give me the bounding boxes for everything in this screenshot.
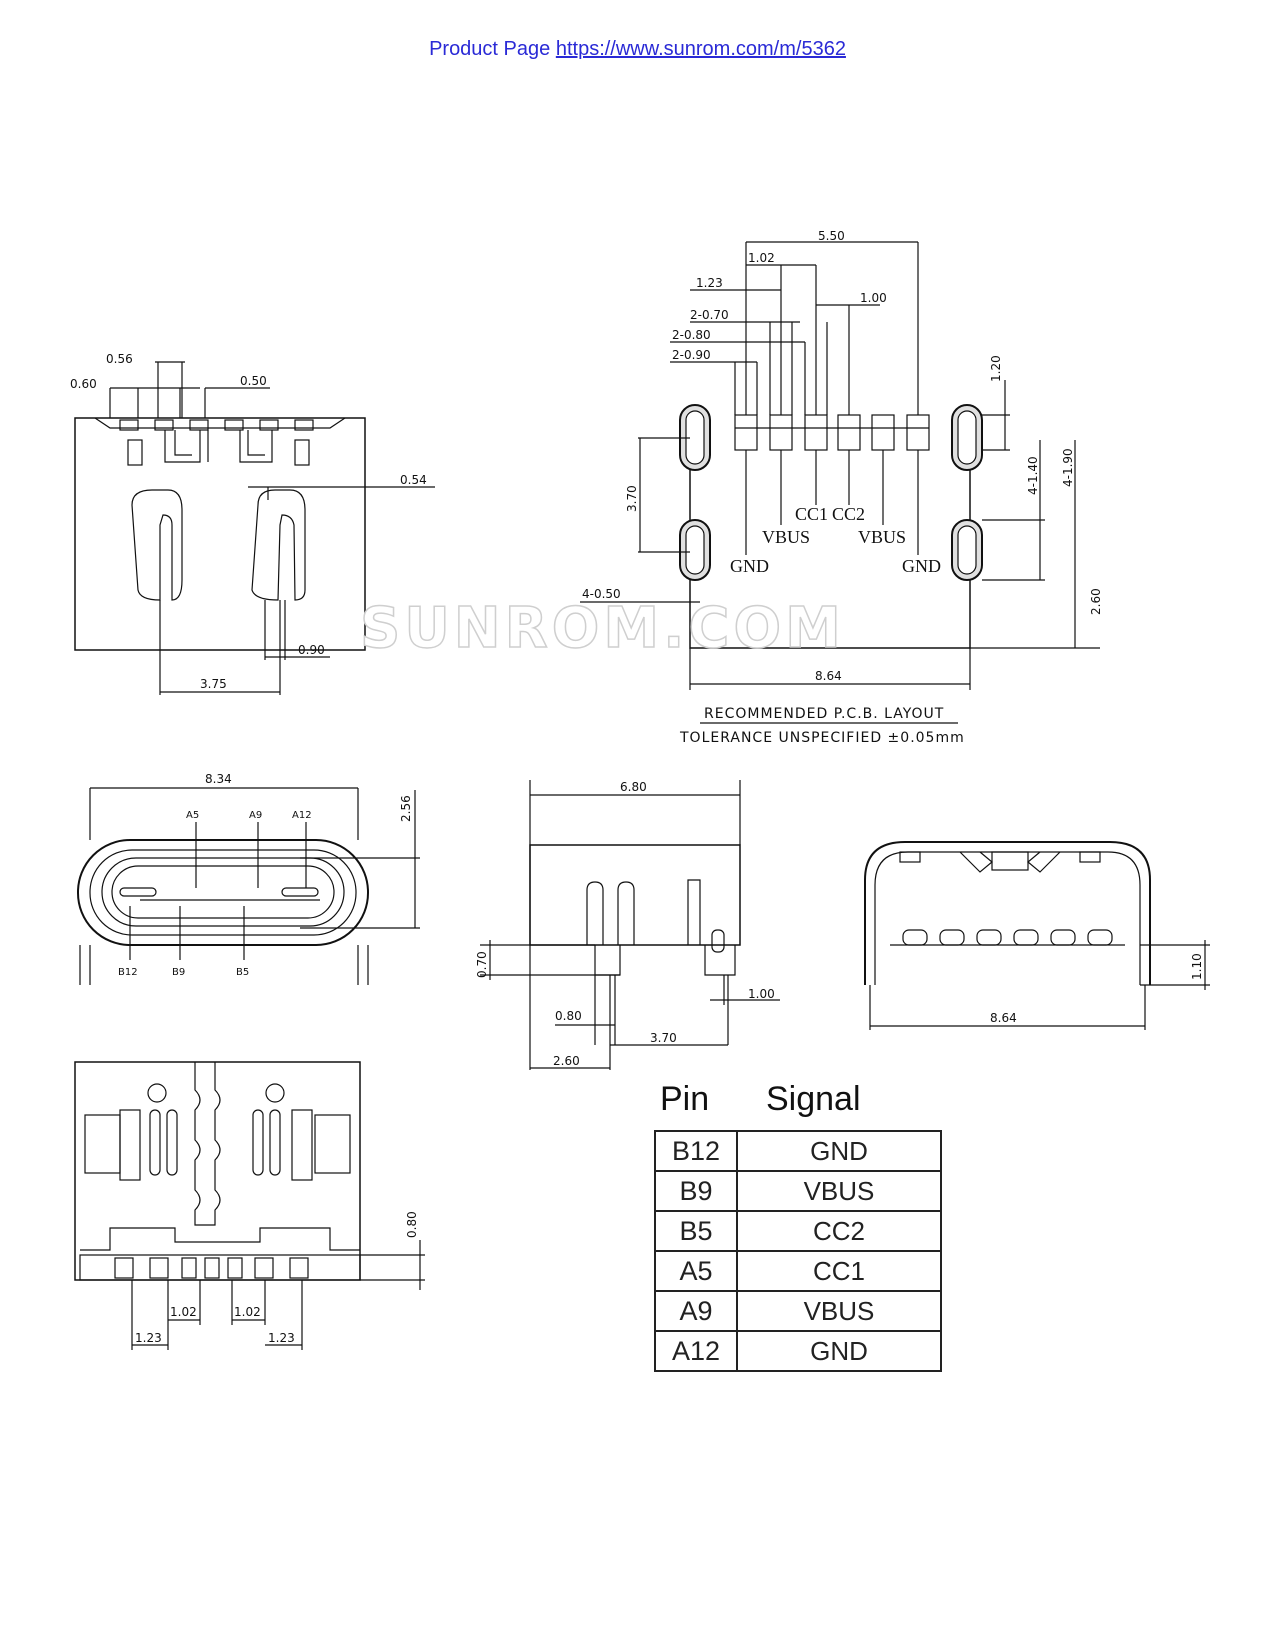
product-page-header: Product Page https://www.sunrom.com/m/53… xyxy=(0,38,1275,61)
pad-label-cc1: CC1 xyxy=(795,504,828,524)
pin-label-b9: B9 xyxy=(172,967,185,978)
table-row: B12 GND xyxy=(654,1130,942,1172)
pcb-layout-title: RECOMMENDED P.C.B. LAYOUT xyxy=(704,706,944,722)
pcb-layout-tolerance: TOLERANCE UNSPECIFIED ±0.05mm xyxy=(679,730,965,746)
pcb-dim-5: 2-0.80 xyxy=(672,328,711,342)
side-dim-4: 0.90 xyxy=(298,643,325,657)
pcb-dim-11: 2.60 xyxy=(1089,588,1103,615)
product-page-link[interactable]: https://www.sunrom.com/m/5362 xyxy=(555,38,846,60)
rear-dim-1: 8.64 xyxy=(990,1011,1017,1025)
table-row: B5 CC2 xyxy=(654,1210,942,1252)
pcb-layout-view: 5.50 1.02 1.23 1.00 2-0.70 2-0.80 2-0.90… xyxy=(580,229,1103,746)
signal-cell: GND xyxy=(736,1330,942,1372)
signal-column-header: Signal xyxy=(766,1080,861,1118)
pcb-dim-4: 2-0.70 xyxy=(690,308,729,322)
pcb-dim-8: 4-1.40 xyxy=(1026,456,1040,495)
profile-dim-3: 0.80 xyxy=(555,1009,582,1023)
table-row: A9 VBUS xyxy=(654,1290,942,1332)
bottom-dim-3: 1.02 xyxy=(234,1305,261,1319)
pin-table-grid: B12 GND B9 VBUS B5 CC2 A5 CC1 A9 VBUS A1… xyxy=(654,1130,942,1372)
bottom-dim-0: 0.80 xyxy=(405,1211,419,1238)
pin-label-a12: A12 xyxy=(292,810,312,821)
side-dim-2: 0.50 xyxy=(240,374,267,388)
bottom-dim-4: 1.23 xyxy=(268,1331,295,1345)
side-dim-0: 0.56 xyxy=(106,352,133,366)
pin-cell: B12 xyxy=(654,1130,738,1172)
side-dim-3: 0.54 xyxy=(400,473,427,487)
pad-label-vbus-right: VBUS xyxy=(858,527,906,547)
profile-dim-4: 3.70 xyxy=(650,1031,677,1045)
pcb-dim-1: 1.02 xyxy=(748,251,775,265)
rear-view: 1.10 8.64 xyxy=(864,841,1210,1030)
watermark: SUNROM.COM xyxy=(360,596,845,661)
bottom-view: 0.80 1.23 1.02 1.02 1.23 xyxy=(74,1061,425,1350)
side-view: 0.56 0.60 0.50 0.54 0.90 3.75 xyxy=(70,352,435,695)
front-height-dim: 2.56 xyxy=(399,795,413,822)
pin-cell: A9 xyxy=(654,1290,738,1332)
pcb-dim-3: 1.00 xyxy=(860,291,887,305)
profile-dim-0: 6.80 xyxy=(620,780,647,794)
pad-label-vbus-left: VBUS xyxy=(762,527,810,547)
front-width-dim: 8.34 xyxy=(205,772,232,786)
pin-label-a9: A9 xyxy=(249,810,262,821)
pin-column-header: Pin xyxy=(660,1080,710,1118)
signal-cell: GND xyxy=(736,1130,942,1172)
signal-cell: CC2 xyxy=(736,1210,942,1252)
front-view: 8.34 2.56 A5 A9 A12 B12 B9 B5 xyxy=(77,772,420,985)
pcb-dim-2: 1.23 xyxy=(696,276,723,290)
profile-view: 6.80 0.70 1.00 0.80 3.70 2.60 xyxy=(475,780,780,1070)
pin-label-b5: B5 xyxy=(236,967,249,978)
signal-cell: CC1 xyxy=(736,1250,942,1292)
pcb-dim-6: 2-0.90 xyxy=(672,348,711,362)
product-page-label: Product Page xyxy=(429,38,551,60)
profile-dim-5: 2.60 xyxy=(553,1054,580,1068)
pin-label-a5: A5 xyxy=(186,810,199,821)
profile-dim-1: 0.70 xyxy=(475,951,489,978)
signal-cell: VBUS xyxy=(736,1170,942,1212)
pcb-dim-12: 4-0.50 xyxy=(582,587,621,601)
bottom-dim-1: 1.23 xyxy=(135,1331,162,1345)
pcb-dim-10: 3.70 xyxy=(625,485,639,512)
pin-label-b12: B12 xyxy=(118,967,138,978)
pad-label-gnd-right: GND xyxy=(902,556,941,576)
pcb-dim-9: 4-1.90 xyxy=(1061,448,1075,487)
pcb-dim-13: 8.64 xyxy=(815,669,842,683)
pin-cell: B9 xyxy=(654,1170,738,1212)
pad-label-cc2: CC2 xyxy=(832,504,865,524)
side-dim-5: 3.75 xyxy=(200,677,227,691)
signal-cell: VBUS xyxy=(736,1290,942,1332)
table-row: B9 VBUS xyxy=(654,1170,942,1212)
pin-cell: A5 xyxy=(654,1250,738,1292)
table-row: A5 CC1 xyxy=(654,1250,942,1292)
table-row: A12 GND xyxy=(654,1330,942,1372)
pin-cell: B5 xyxy=(654,1210,738,1252)
pad-label-gnd-left: GND xyxy=(730,556,769,576)
pin-signal-table: Pin Signal B12 GND B9 VBUS B5 CC2 A5 CC1… xyxy=(654,1080,942,1372)
profile-dim-2: 1.00 xyxy=(748,987,775,1001)
pcb-dim-0: 5.50 xyxy=(818,229,845,243)
bottom-dim-2: 1.02 xyxy=(170,1305,197,1319)
pin-cell: A12 xyxy=(654,1330,738,1372)
pcb-dim-7: 1.20 xyxy=(989,355,1003,382)
side-dim-1: 0.60 xyxy=(70,377,97,391)
rear-dim-0: 1.10 xyxy=(1190,953,1204,980)
